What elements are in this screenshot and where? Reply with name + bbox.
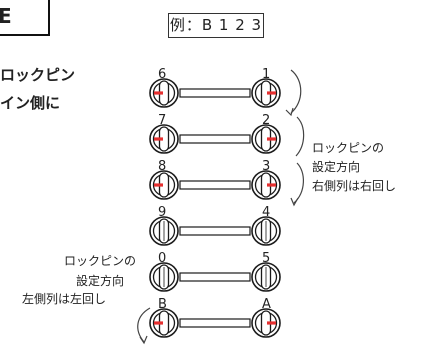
dial-number-right: 4 — [262, 205, 270, 220]
dial-left — [149, 262, 179, 292]
right-note-line-2: 設定方向 — [312, 160, 361, 174]
dial-right — [251, 170, 281, 200]
instruction-line-1: ロックピン — [0, 66, 76, 84]
rotation-arrow — [293, 162, 304, 204]
example-label: 例：B 1 2 3 — [168, 13, 264, 38]
dial-right — [251, 124, 281, 154]
rotation-arrow — [290, 69, 302, 114]
header-box: E — [0, 0, 50, 36]
dial-left — [149, 216, 179, 246]
dial-right — [251, 308, 281, 338]
connecting-bar — [179, 272, 251, 282]
instruction-line-2: イン側に — [0, 94, 61, 112]
dial-number-left: 7 — [158, 113, 166, 128]
dial-number-right: A — [262, 297, 271, 312]
right-note-line-1: ロックピンの — [312, 141, 385, 155]
rotation-arrow — [137, 307, 151, 343]
rotation-arrowhead — [285, 107, 294, 117]
dial-number-left: 6 — [158, 67, 166, 82]
left-note-line-3: 左側列は左回し — [22, 292, 107, 306]
dial-number-left: 9 — [158, 205, 166, 220]
right-note-line-3: 右側列は右回し — [312, 179, 397, 193]
rotation-arrow — [295, 116, 305, 157]
dial-number-right: 2 — [262, 113, 270, 128]
dial-number-right: 5 — [262, 251, 270, 266]
rotation-arrowhead — [290, 197, 299, 207]
rotation-arrowhead — [139, 335, 148, 345]
dial-left — [149, 124, 179, 154]
dial-left — [149, 78, 179, 108]
dial-number-right: 1 — [262, 67, 270, 82]
connecting-bar — [179, 226, 251, 236]
dial-number-left: 8 — [158, 159, 166, 174]
dial-left — [149, 170, 179, 200]
left-note-line-2: 設定方向 — [76, 274, 125, 288]
left-note-line-1: ロックピンの — [64, 254, 137, 268]
connecting-bar — [179, 318, 251, 328]
connecting-bar — [179, 88, 251, 98]
dial-number-right: 3 — [262, 159, 270, 174]
connecting-bar — [179, 134, 251, 144]
header-box-text: E — [0, 4, 12, 28]
dial-number-left: B — [158, 297, 167, 312]
dial-right — [251, 216, 281, 246]
dial-number-left: 0 — [158, 251, 166, 266]
connecting-bar — [179, 180, 251, 190]
dial-right — [251, 78, 281, 108]
dial-left — [149, 308, 179, 338]
dial-right — [251, 262, 281, 292]
